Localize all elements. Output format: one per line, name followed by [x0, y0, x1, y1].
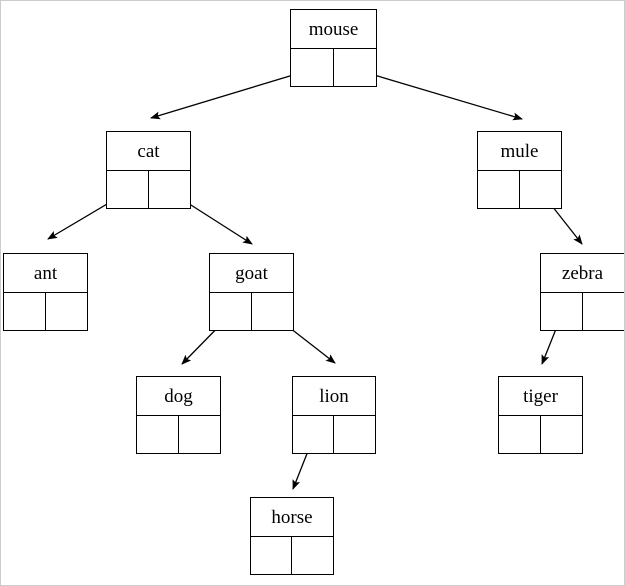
left-pointer-cell-ant[interactable] — [4, 293, 46, 330]
left-pointer-cell-cat[interactable] — [107, 171, 149, 208]
node-label-tiger: tiger — [499, 377, 582, 416]
node-label-cat: cat — [107, 132, 190, 171]
node-label-zebra: zebra — [541, 254, 624, 293]
right-pointer-cell-tiger[interactable] — [541, 416, 583, 453]
tree-node-ant[interactable]: ant — [3, 253, 88, 331]
right-pointer-cell-goat[interactable] — [252, 293, 294, 330]
node-label-goat: goat — [210, 254, 293, 293]
left-pointer-cell-horse[interactable] — [251, 537, 292, 574]
node-label-mouse: mouse — [291, 10, 376, 49]
node-pointers-cat — [107, 171, 190, 208]
node-label-dog: dog — [137, 377, 220, 416]
node-pointers-dog — [137, 416, 220, 453]
right-pointer-cell-lion[interactable] — [334, 416, 375, 453]
node-pointers-mule — [478, 171, 561, 208]
left-pointer-cell-tiger[interactable] — [499, 416, 541, 453]
node-pointers-mouse — [291, 49, 376, 86]
right-pointer-cell-dog[interactable] — [179, 416, 221, 453]
tree-node-goat[interactable]: goat — [209, 253, 294, 331]
tree-node-zebra[interactable]: zebra — [540, 253, 624, 331]
left-pointer-cell-zebra[interactable] — [541, 293, 583, 330]
tree-node-mouse[interactable]: mouse — [290, 9, 377, 87]
right-pointer-cell-ant[interactable] — [46, 293, 88, 330]
node-pointers-tiger — [499, 416, 582, 453]
tree-node-lion[interactable]: lion — [292, 376, 376, 454]
tree-edge-mouse-mule — [353, 68, 523, 121]
node-label-mule: mule — [478, 132, 561, 171]
tree-node-tiger[interactable]: tiger — [498, 376, 583, 454]
tree-node-horse[interactable]: horse — [250, 497, 334, 575]
right-pointer-cell-zebra[interactable] — [583, 293, 625, 330]
right-pointer-cell-horse[interactable] — [292, 537, 333, 574]
node-pointers-zebra — [541, 293, 624, 330]
tree-node-dog[interactable]: dog — [136, 376, 221, 454]
tree-node-cat[interactable]: cat — [106, 131, 191, 209]
left-pointer-cell-dog[interactable] — [137, 416, 179, 453]
left-pointer-cell-mouse[interactable] — [291, 49, 334, 86]
node-label-ant: ant — [4, 254, 87, 293]
node-pointers-goat — [210, 293, 293, 330]
right-pointer-cell-cat[interactable] — [149, 171, 191, 208]
node-label-horse: horse — [251, 498, 333, 537]
left-pointer-cell-lion[interactable] — [293, 416, 334, 453]
tree-node-mule[interactable]: mule — [477, 131, 562, 209]
node-label-lion: lion — [293, 377, 375, 416]
tree-edge-mouse-cat — [150, 68, 314, 120]
left-pointer-cell-mule[interactable] — [478, 171, 520, 208]
left-pointer-cell-goat[interactable] — [210, 293, 252, 330]
node-pointers-ant — [4, 293, 87, 330]
node-pointers-lion — [293, 416, 375, 453]
node-pointers-horse — [251, 537, 333, 574]
right-pointer-cell-mouse[interactable] — [334, 49, 377, 86]
right-pointer-cell-mule[interactable] — [520, 171, 562, 208]
